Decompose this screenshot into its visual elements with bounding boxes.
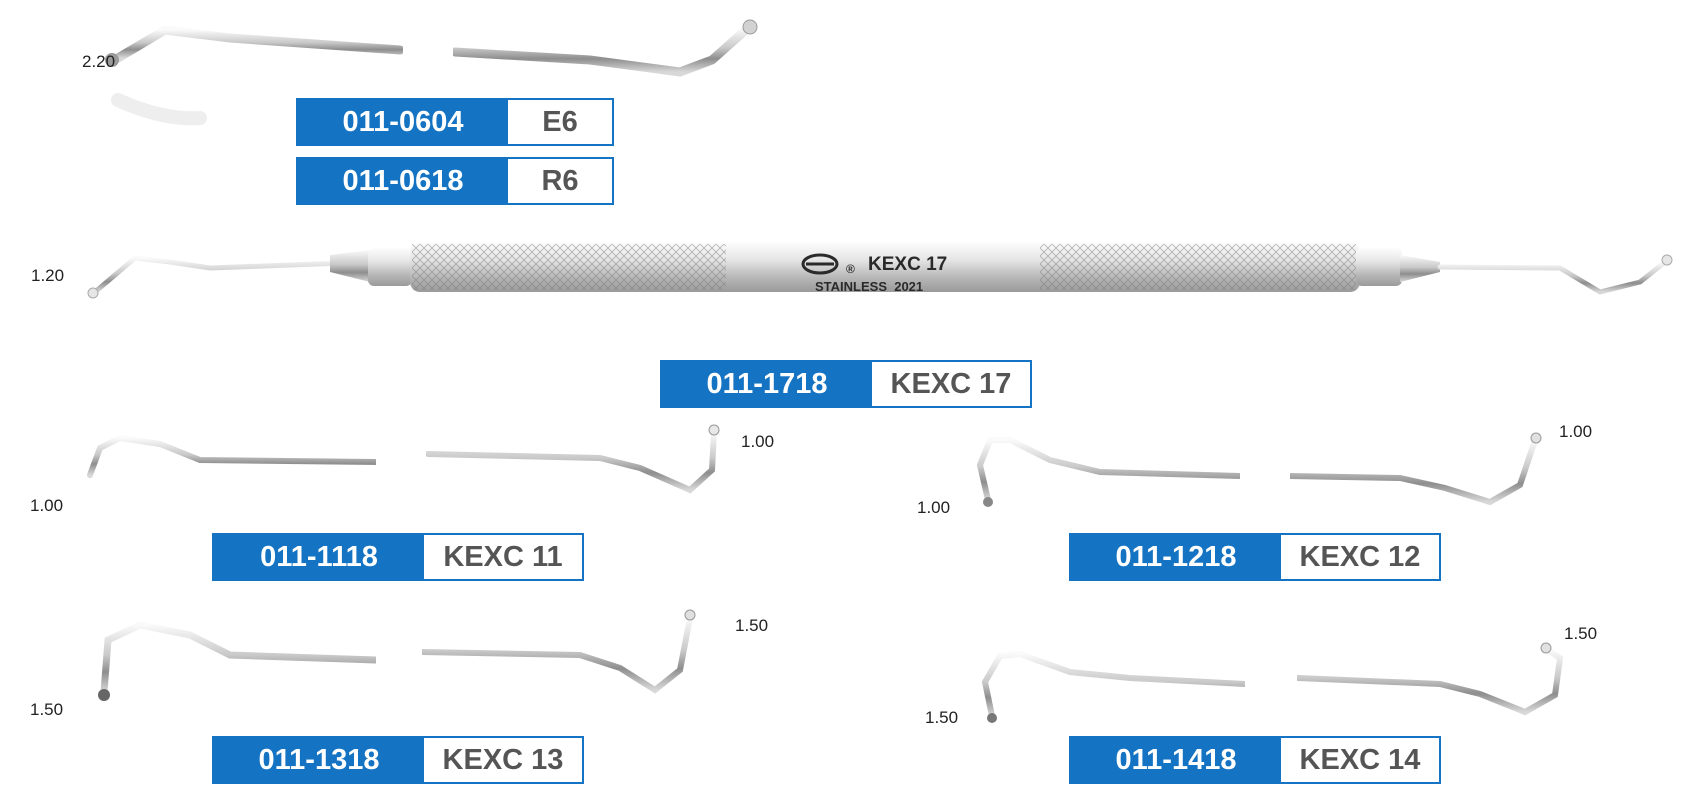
product-model: KEXC 12 xyxy=(1281,535,1439,579)
product-code: 011-0618 xyxy=(298,159,508,203)
product-code: 011-1118 xyxy=(214,535,424,579)
product-model: E6 xyxy=(508,100,612,144)
instrument-kexc11 xyxy=(87,424,720,495)
tip-size-label: 2.20 xyxy=(82,52,116,71)
product-code: 011-1218 xyxy=(1071,535,1281,579)
handle-stamp-registered: ® xyxy=(846,262,855,276)
tip-size-label: 1.00 xyxy=(917,498,951,517)
product-code: 011-1418 xyxy=(1071,738,1281,782)
tip-size-label: 1.00 xyxy=(741,432,775,451)
tip-size-label: 1.00 xyxy=(1559,422,1593,441)
tip-size-label: 1.50 xyxy=(925,708,959,727)
instrument-kexc12 xyxy=(976,432,1542,507)
tip-size-label: 1.50 xyxy=(735,616,769,635)
instrument-kexc13 xyxy=(98,609,696,701)
tip-size-label: 1.50 xyxy=(1564,624,1598,643)
instrument-kexc14 xyxy=(981,642,1564,723)
handle-stamp-model: KEXC 17 xyxy=(868,254,948,275)
product-code: 011-1318 xyxy=(214,738,424,782)
instrument-kexc17 xyxy=(87,242,1673,299)
product-model: R6 xyxy=(508,159,612,203)
product-label: 011-1118 KEXC 11 xyxy=(212,533,584,581)
tip-size-label: 1.20 xyxy=(31,266,65,285)
instrument-e6-r6 xyxy=(105,19,758,126)
tip-size-label: 1.00 xyxy=(30,496,64,515)
s-logo-icon xyxy=(801,253,839,275)
tip-size-label: 1.50 xyxy=(30,700,64,719)
product-code: 011-0604 xyxy=(298,100,508,144)
product-code: 011-1718 xyxy=(662,362,872,406)
handle-stamp-line2: STAINLESS 2021 xyxy=(815,279,924,294)
product-label: 011-1418 KEXC 14 xyxy=(1069,736,1441,784)
product-label: 011-1718 KEXC 17 xyxy=(660,360,1032,408)
product-model: KEXC 14 xyxy=(1281,738,1439,782)
product-model: KEXC 17 xyxy=(872,362,1030,406)
product-label: 011-1318 KEXC 13 xyxy=(212,736,584,784)
product-model: KEXC 11 xyxy=(424,535,582,579)
product-model: KEXC 13 xyxy=(424,738,582,782)
product-label: 011-1218 KEXC 12 xyxy=(1069,533,1441,581)
product-label: 011-0618 R6 xyxy=(296,157,614,205)
product-label: 011-0604 E6 xyxy=(296,98,614,146)
